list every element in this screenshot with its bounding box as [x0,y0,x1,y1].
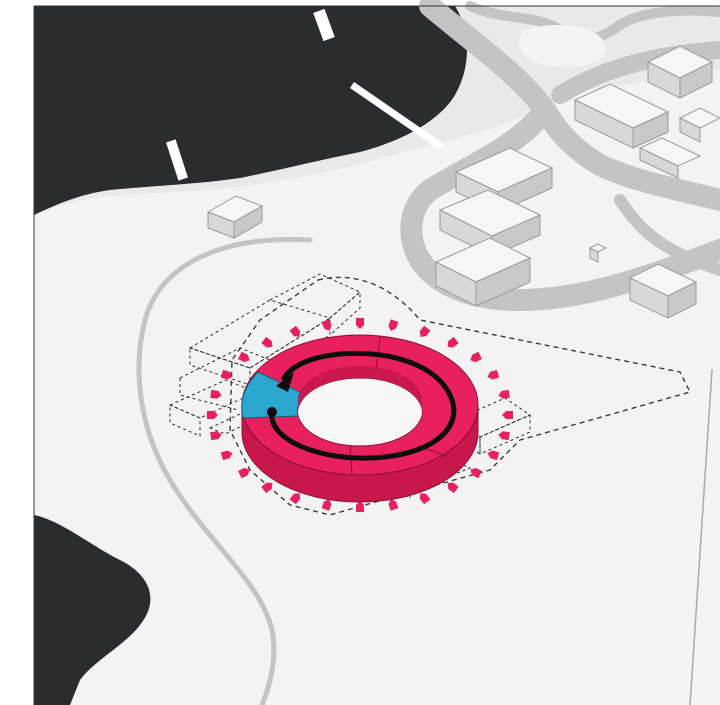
building [678,107,720,143]
entry-arrow-icon [238,467,250,479]
arrowhead [276,372,294,392]
entry-arrow-icon [261,336,273,348]
entry-arrow-icon [498,389,510,399]
entry-arrow-icon [220,369,233,380]
water-body [34,515,151,705]
entry-arrow-icon [447,336,459,348]
entry-arrow-icon [447,482,459,494]
entry-arrow-icon [261,482,273,494]
pier [313,8,335,42]
pier [350,82,444,150]
site-boundary [229,276,692,516]
entry-arrow-icon [470,467,482,479]
entry-arrow-icon [207,411,218,419]
context-buildings [206,45,720,319]
entry-arrow-icon [470,351,482,363]
building [434,237,532,307]
building [573,83,670,149]
entry-arrow-icon [419,493,431,505]
entry-arrow-icon [502,411,513,419]
entry-arrow-icon [487,450,500,461]
entry-arrow-icon [321,319,332,331]
entry-arrow-icon [321,499,332,511]
building [628,263,698,319]
entry-arrow-icon [356,318,364,329]
ring-building [241,334,479,503]
entry-arrow-icon [210,431,222,441]
start-point [267,407,277,417]
entry-arrow-icon [238,351,250,363]
water-body [34,6,468,215]
entry-arrow-icon [210,389,222,399]
building [588,243,608,263]
entry-arrow-icon [220,450,233,461]
entry-arrow-icon [388,499,399,511]
building [206,195,264,239]
building [638,137,702,179]
pier [166,139,188,181]
entry-arrow-icon [388,319,399,331]
entry-arrow-icon [356,501,364,512]
ring-inner-wall [298,366,422,412]
entry-arrow-icon [289,493,301,505]
map-area [34,0,720,705]
entry-arrow-icon [487,369,500,380]
building [646,45,714,99]
entry-arrow-icon [289,325,301,337]
entry-arrow-icon [498,431,510,441]
circulation-arrow-icon [269,350,457,461]
road-island [518,25,606,67]
entry-markers [207,318,513,512]
entry-arrow-icon [419,325,431,337]
